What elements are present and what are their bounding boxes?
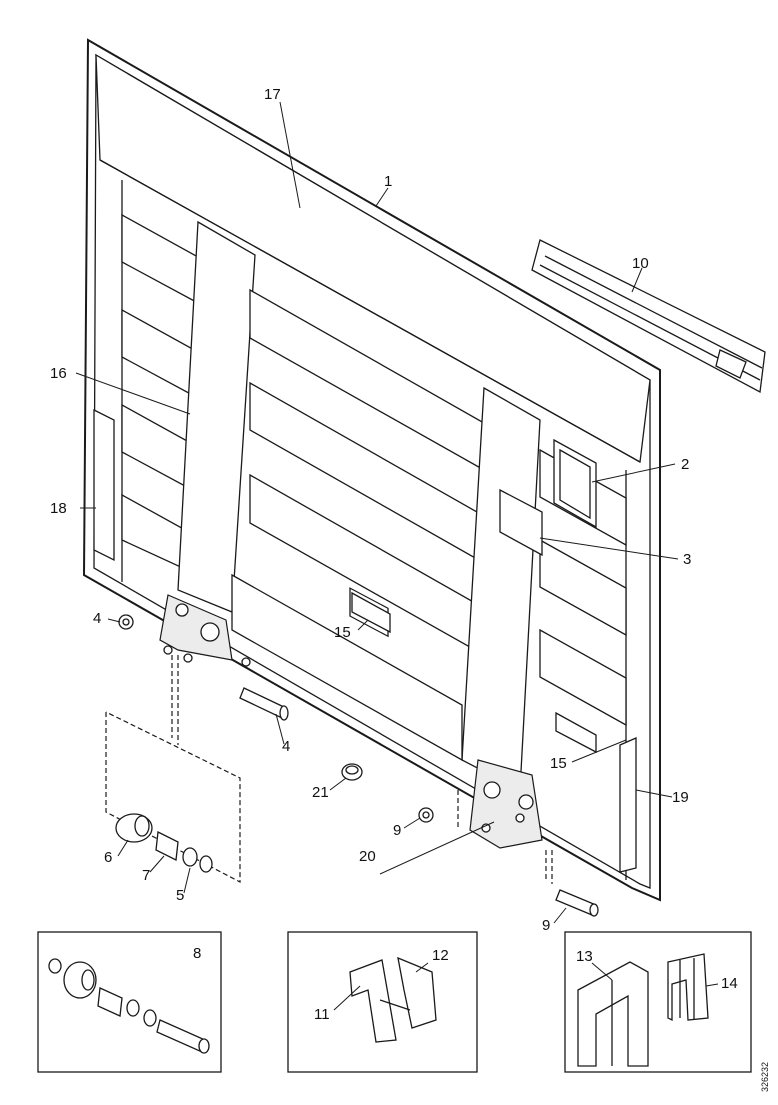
callout-6: 6 xyxy=(104,849,112,866)
hinge-bracket-right xyxy=(469,759,543,849)
callout-15a: 15 xyxy=(334,624,351,641)
callout-4a: 4 xyxy=(93,610,101,627)
leader-lines xyxy=(75,101,679,924)
center-ribs xyxy=(249,288,485,657)
callout-12: 12 xyxy=(432,947,449,964)
callout-11: 11 xyxy=(314,1006,330,1023)
reflector-19 xyxy=(619,737,637,873)
decal-2 xyxy=(553,438,597,529)
callout-18: 18 xyxy=(50,500,67,517)
callout-2: 2 xyxy=(681,456,689,473)
inset-box-11-12: 12 11 xyxy=(287,931,478,1073)
callout-17: 17 xyxy=(264,86,281,103)
callout-19: 19 xyxy=(672,789,689,806)
platform-panel xyxy=(82,38,661,902)
callout-9a: 9 xyxy=(393,822,401,839)
callout-8: 8 xyxy=(193,945,201,962)
callout-14: 14 xyxy=(721,975,738,992)
label-plate-right xyxy=(555,711,597,754)
inset-box-13-14: 13 14 xyxy=(564,931,752,1073)
callout-13: 13 xyxy=(576,948,593,965)
callout-20: 20 xyxy=(359,848,376,865)
callout-1: 1 xyxy=(384,173,392,190)
rail-part-10 xyxy=(531,239,766,394)
nut-4 xyxy=(118,614,134,630)
roller-assembly-group xyxy=(105,655,241,883)
bushing-21 xyxy=(341,763,363,781)
label-plate-center xyxy=(351,591,391,634)
callout-4b: 4 xyxy=(282,738,290,755)
callout-16: 16 xyxy=(50,365,67,382)
callout-3: 3 xyxy=(683,551,691,568)
reflector-18 xyxy=(93,408,115,562)
decal-3 xyxy=(499,488,543,557)
callout-9b: 9 xyxy=(542,917,550,934)
callout-10: 10 xyxy=(632,255,649,272)
pin-9-lower xyxy=(555,889,599,917)
document-id: 326232 xyxy=(760,1062,770,1092)
hinge-bracket-left xyxy=(159,594,251,667)
callout-21: 21 xyxy=(312,784,329,801)
nut-9-upper xyxy=(418,807,434,823)
inset-box-8: 8 xyxy=(37,931,222,1073)
pin-4 xyxy=(239,687,289,721)
callout-15b: 15 xyxy=(550,755,567,772)
callouts: 17 1 10 16 18 2 3 4 15 4 21 15 19 9 20 6… xyxy=(50,86,691,934)
callout-5: 5 xyxy=(176,887,184,904)
callout-7: 7 xyxy=(142,867,150,884)
